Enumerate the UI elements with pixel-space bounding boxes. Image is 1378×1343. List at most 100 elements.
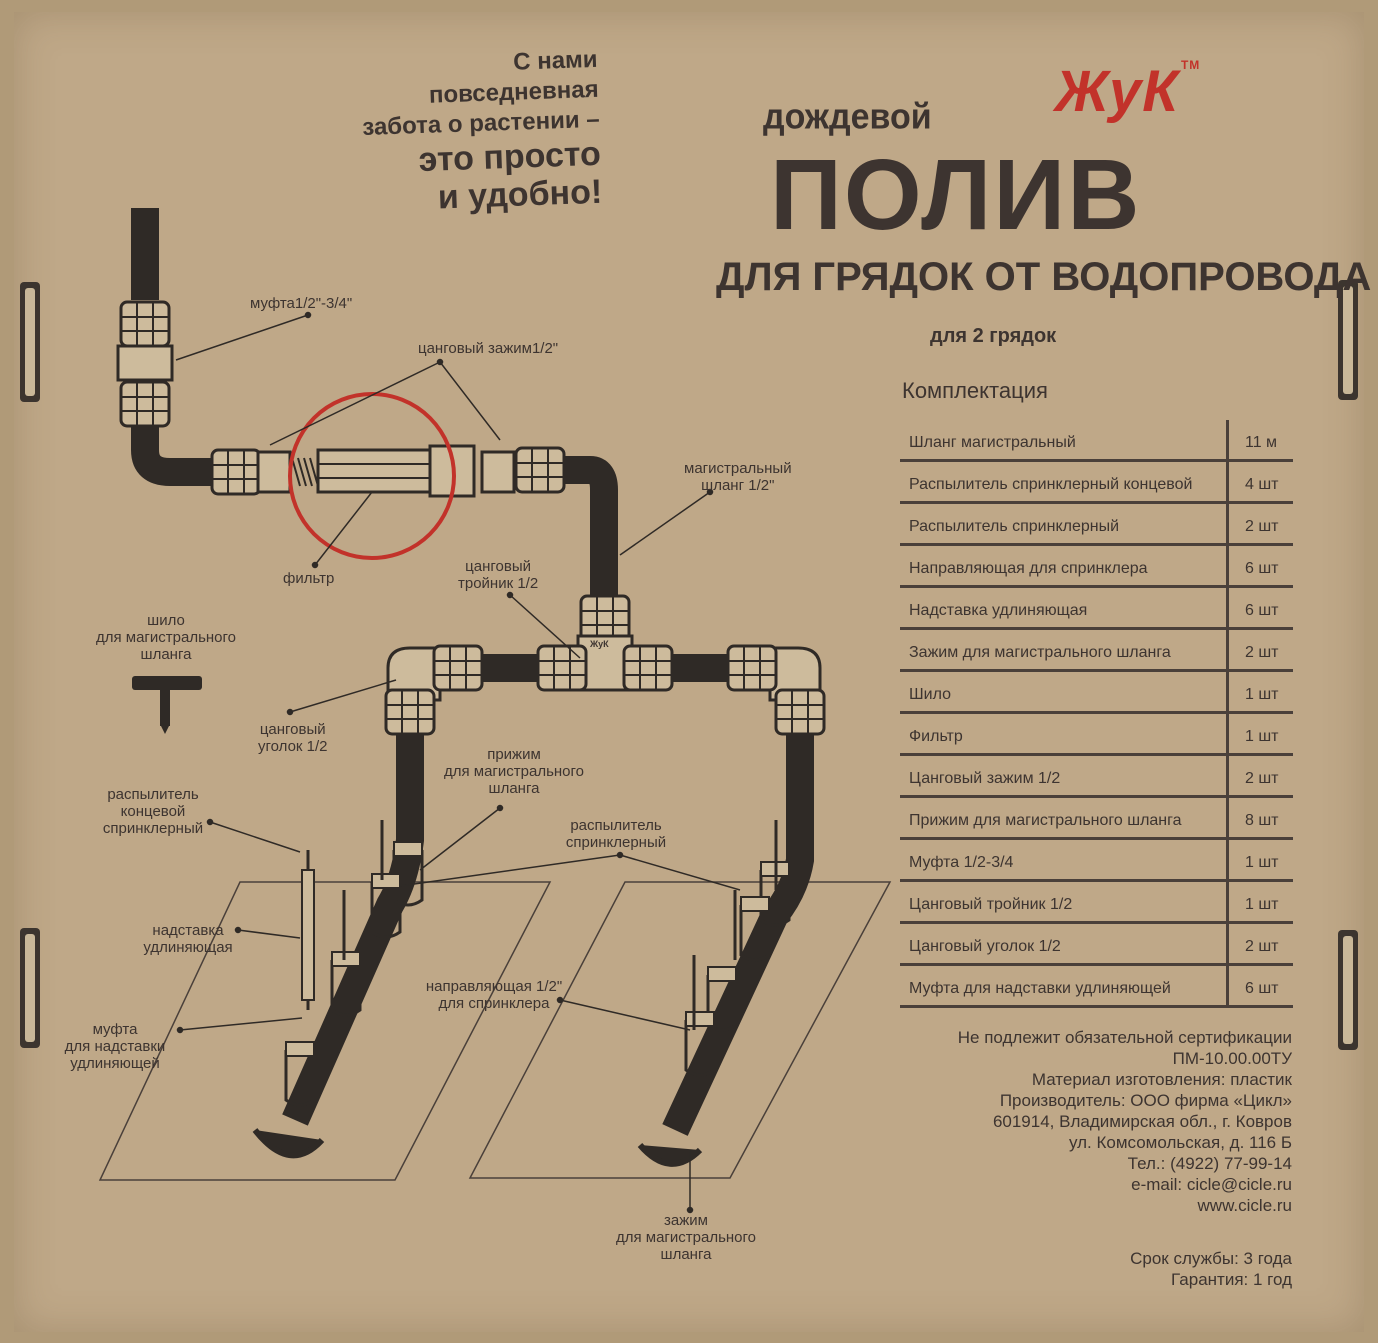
- material: Материал изготовления: пластик: [1031, 1070, 1292, 1089]
- garden-bed-left: [98, 881, 552, 1181]
- kit-item-name: Шланг магистральный: [909, 434, 1076, 451]
- label-extension-coupling-line-1: муфта: [92, 1021, 138, 1038]
- collet-tee: [536, 594, 674, 692]
- box-tab-left-bottom: [20, 928, 40, 1048]
- label-guide-line-2: для спринклера: [438, 995, 550, 1012]
- label-corner-line-2: уголок 1/2: [258, 738, 328, 755]
- filter: [291, 444, 476, 498]
- label-awl-line-2: для магистрального: [95, 629, 237, 646]
- box-tab-left-top: [20, 282, 40, 402]
- label-awl-line-1: шило: [147, 612, 185, 629]
- kit-item-name: Фильтр: [909, 728, 963, 745]
- label-guide-line-1: направляющая 1/2": [425, 978, 563, 995]
- kit-column-divider: [1226, 420, 1229, 1005]
- awl-icon: [132, 676, 202, 734]
- kit-row: Фильтр 1 шт: [900, 714, 1293, 756]
- kit-item-qty: 6 шт: [1245, 980, 1279, 997]
- address-line-1: 601914, Владимирская обл., г. Ковров: [992, 1112, 1292, 1131]
- cert-note: Не подлежит обязательной сертификации: [957, 1028, 1292, 1047]
- kit-item-qty: 1 шт: [1245, 686, 1279, 703]
- kit-row: Цанговый уголок 1/2 2 шт: [900, 924, 1293, 966]
- service-life: Срок службы: 3 года: [1130, 1249, 1292, 1268]
- label-extension-coupling-line-3: удлиняющей: [70, 1055, 160, 1072]
- label-tee-line-1: цанговый: [465, 558, 532, 575]
- label-end-sprinkler-line-2: концевой: [120, 803, 186, 820]
- kit-item-name: Распылитель спринклерный концевой: [909, 476, 1193, 493]
- kit-item-qty: 2 шт: [1245, 938, 1279, 955]
- kit-item-name: Цанговый уголок 1/2: [909, 938, 1061, 955]
- kit-item-qty: 1 шт: [1245, 854, 1279, 871]
- phone: Тел.: (4922) 77-99-14: [1127, 1154, 1292, 1173]
- kit-item-qty: 4 шт: [1245, 476, 1279, 493]
- garden-bed-right: [468, 881, 892, 1179]
- collet-clamp-right: [480, 446, 566, 494]
- kit-item-qty: 1 шт: [1245, 728, 1279, 745]
- label-press-line-2: для магистрального: [443, 763, 585, 780]
- kit-item-name: Надставка удлиняющая: [909, 602, 1088, 619]
- collet-corner-left: [384, 644, 484, 736]
- kit-row: Шланг магистральный 11 м: [900, 420, 1293, 462]
- box-tab-right-top: [1338, 280, 1358, 400]
- kit-list: Шланг магистральный 11 м Распылитель спри…: [900, 420, 1293, 1008]
- filter-highlight-circle: [288, 392, 456, 560]
- label-awl-line-3: шланга: [140, 646, 192, 663]
- trademark-mark: TM: [1180, 58, 1201, 72]
- kit-item-qty: 2 шт: [1245, 518, 1279, 535]
- label-collet-clamp: цанговый зажим1/2": [418, 340, 559, 357]
- label-hose-clamp-line-1: зажим: [664, 1212, 708, 1229]
- kit-row: Муфта 1/2-3/4 1 шт: [900, 840, 1293, 882]
- label-end-sprinkler-line-3: спринклерный: [102, 820, 204, 837]
- box-tab-right-bottom: [1338, 930, 1358, 1050]
- address-line-2: ул. Комсомольская, д. 116 Б: [1069, 1133, 1292, 1152]
- warranty: Гарантия: 1 год: [1171, 1270, 1292, 1289]
- kit-item-qty: 1 шт: [1245, 896, 1279, 913]
- collet-clamp-left: [210, 448, 292, 496]
- kit-item-name: Зажим для магистрального шланга: [909, 644, 1171, 661]
- leader-lines: [175, 311, 741, 1214]
- kit-row: Распылитель спринклерный концевой 4 шт: [900, 462, 1293, 504]
- kit-item-name: Распылитель спринклерный: [909, 518, 1120, 535]
- kit-item-name: Цанговый тройник 1/2: [909, 896, 1073, 913]
- service-info: Срок службы: 3 года Гарантия: 1 год: [1130, 1248, 1292, 1290]
- title-small: дождевой: [763, 97, 932, 137]
- kit-item-name: Муфта 1/2-3/4: [909, 854, 1014, 871]
- hose-end-right: [637, 1142, 703, 1167]
- label-corner-line-1: цанговый: [259, 721, 326, 738]
- extension-piece: [301, 869, 315, 1001]
- tee-brand-mark: ЖуК: [590, 639, 609, 649]
- label-sprinkler-line-2: спринклерный: [565, 834, 667, 851]
- title-big: ПОЛИВ: [770, 139, 1142, 251]
- coupling-half-three-quarter: [116, 300, 174, 428]
- label-coupling: муфта1/2"-3/4": [250, 295, 353, 312]
- kit-item-qty: 6 шт: [1245, 560, 1279, 577]
- label-main-hose-line-2: шланг 1/2": [701, 477, 775, 494]
- label-extension-line-2: удлиняющая: [143, 939, 233, 956]
- kit-item-qty: 11 м: [1245, 434, 1278, 451]
- brand-name: ЖуК: [1055, 59, 1179, 124]
- email: e-mail: cicle@cicle.ru: [1131, 1175, 1292, 1194]
- website: www.cicle.ru: [1197, 1196, 1292, 1215]
- collet-corner-right: [726, 644, 826, 736]
- kit-item-name: Шило: [909, 686, 952, 703]
- kit-item-qty: 8 шт: [1245, 812, 1279, 829]
- spec-code: ПМ-10.00.00ТУ: [1172, 1049, 1292, 1068]
- label-hose-clamp-line-3: шланга: [660, 1246, 712, 1263]
- kit-row: Цанговый тройник 1/2 1 шт: [900, 882, 1293, 924]
- kit-item-qty: 2 шт: [1245, 770, 1279, 787]
- label-press-line-1: прижим: [487, 746, 541, 763]
